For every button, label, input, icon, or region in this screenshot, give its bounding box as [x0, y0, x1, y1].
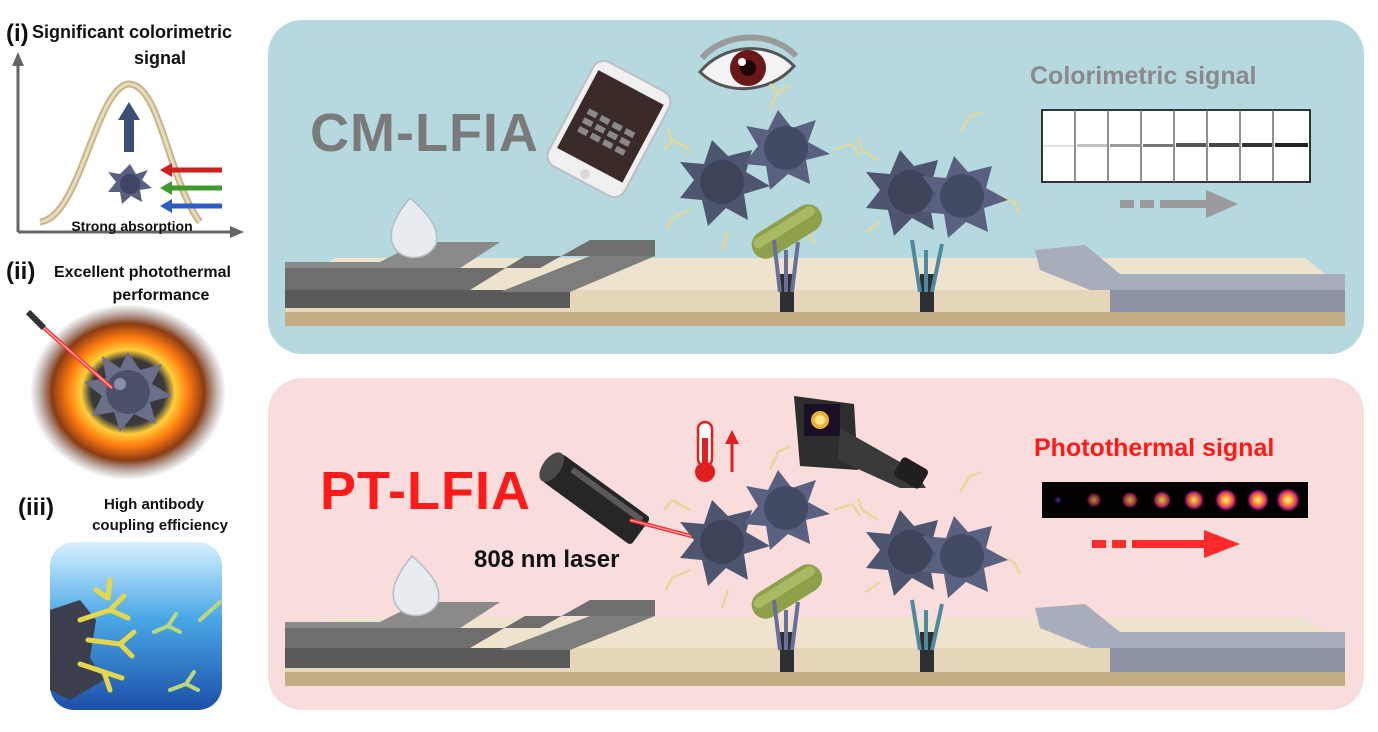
nanoparticle-cluster-test-line: [663, 83, 862, 293]
antibody-coupling-illustration: [50, 542, 222, 710]
bacterium-icon: [751, 564, 823, 619]
colorimetric-trend-arrow: [1120, 190, 1238, 218]
item2-title-line1: Excellent photothermal: [54, 264, 231, 281]
smartphone-icon: [546, 59, 672, 199]
item1-axis-label: Strong absorption: [71, 218, 193, 234]
laser-pointer-icon: [25, 309, 114, 390]
item2-title-line2: performance: [112, 287, 210, 304]
eye-icon: [697, 34, 799, 91]
droplet-icon: [392, 554, 440, 617]
test-strip: [285, 600, 1345, 686]
nanoparticle-icon: [84, 352, 172, 432]
roman-numeral-iii: (iii): [18, 494, 54, 521]
pt-lfia-title: PT-LFIA: [320, 461, 531, 521]
roman-numeral-ii: (ii): [6, 258, 36, 285]
item3-title-line1: High antibody: [104, 496, 204, 513]
colorimetric-signal-label: Colorimetric signal: [1030, 62, 1257, 90]
nanoparticle-cluster-control-line: [856, 110, 1022, 293]
cm-lfia-title: CM-LFIA: [310, 103, 539, 163]
laser-wavelength-label: 808 nm laser: [474, 546, 620, 573]
photothermal-signal-label: Photothermal signal: [1034, 434, 1275, 462]
photothermal-fire-illustration: [25, 304, 226, 480]
nanoparticle-icon: [108, 164, 152, 204]
nanoparticle-cluster-control-line: [856, 470, 1022, 651]
photothermal-trend-arrow: [1092, 530, 1240, 558]
colorimetric-strips: [1041, 109, 1311, 183]
antibody-icon: [77, 577, 137, 693]
nanoparticle-cluster-test-line: [663, 444, 862, 651]
test-strip: [285, 240, 1345, 326]
item1-title-line1: Significant colorimetric: [32, 22, 233, 42]
thermometer-icon: [695, 420, 739, 482]
roman-numeral-i: (i): [6, 20, 29, 47]
laser-pointer-icon: [539, 452, 650, 544]
bacterium-icon: [751, 204, 823, 259]
item1-title-line2: signal: [133, 48, 186, 68]
thermal-camera-icon: [794, 396, 929, 489]
droplet-icon: [390, 196, 438, 259]
item3-title-line2: coupling efficiency: [92, 517, 228, 534]
absorption-plot: [12, 52, 244, 238]
photothermal-strips: [1042, 482, 1308, 518]
light-wave-icons: [160, 163, 222, 213]
